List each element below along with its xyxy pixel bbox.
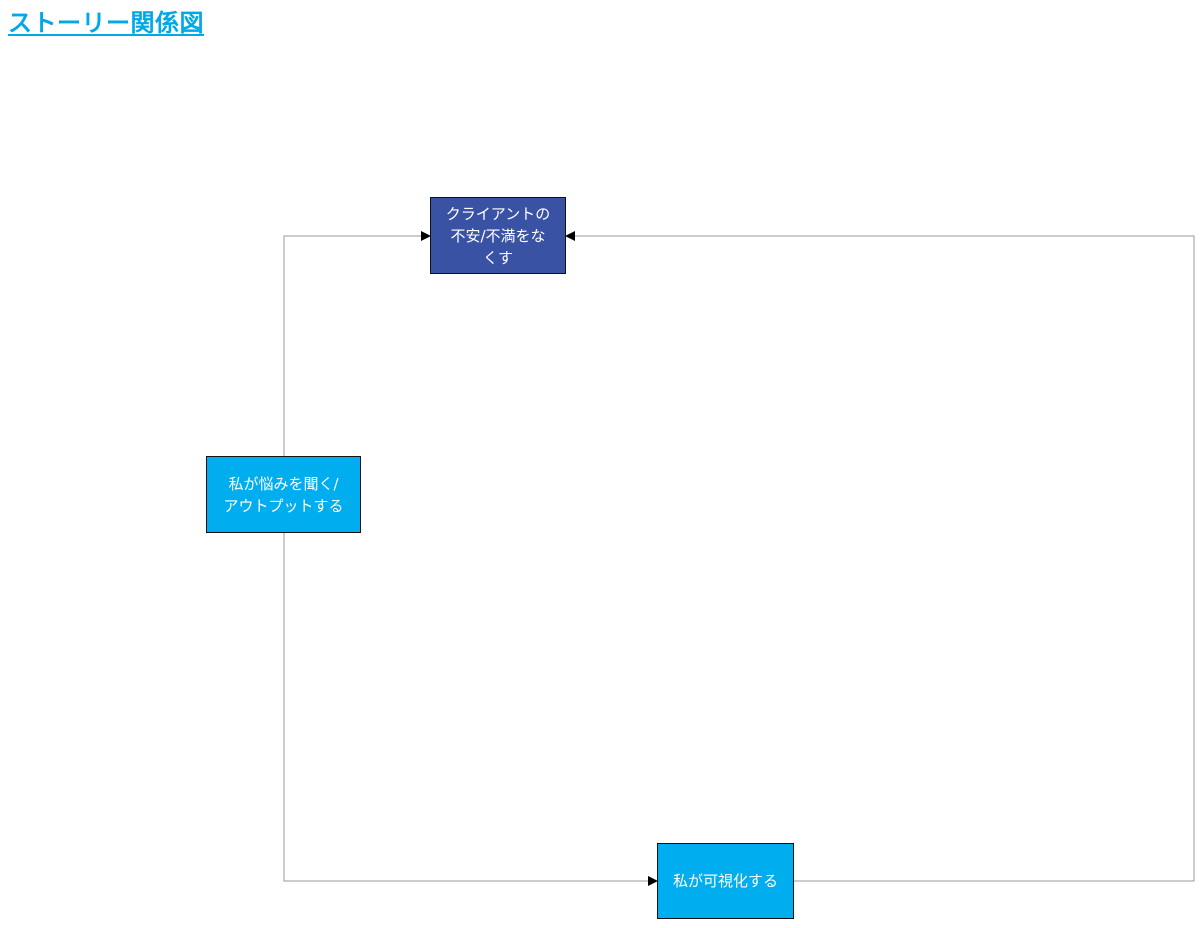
node-visualize[interactable]: 私が可視化する xyxy=(657,843,794,919)
node-goal-label: クライアントの 不安/不満をな くす xyxy=(445,204,551,267)
edge-visualize-to-goal[interactable] xyxy=(565,231,1195,882)
node-goal-resolve-client-anxiety[interactable]: クライアントの 不安/不満をな くす xyxy=(430,197,566,274)
edge-listen-to-visualize[interactable] xyxy=(283,533,658,886)
edge-listen-to-goal[interactable] xyxy=(283,231,431,456)
node-listen-label: 私が悩みを聞く/ アウトプットする xyxy=(223,474,344,515)
page-title: ストーリー関係図 xyxy=(8,9,204,37)
node-listen-and-output[interactable]: 私が悩みを聞く/ アウトプットする xyxy=(206,456,361,533)
node-visualize-label: 私が可視化する xyxy=(672,872,778,890)
